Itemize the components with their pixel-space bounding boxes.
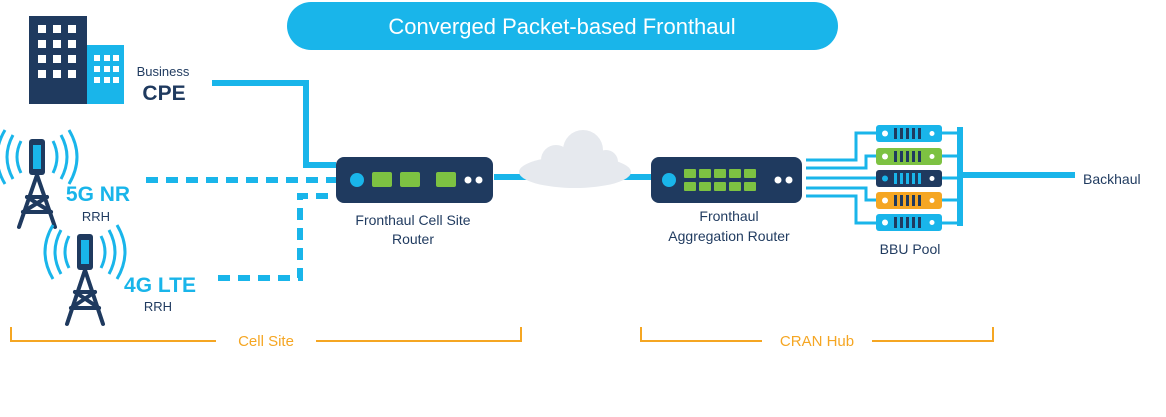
aggregation-router <box>651 157 802 203</box>
diagram-title: Converged Packet-based Fronthaul <box>388 14 735 39</box>
bbu-server <box>876 170 942 187</box>
solid-links <box>212 80 1075 180</box>
building-icon <box>29 16 124 104</box>
cell-router-label-line1: Fronthaul Cell Site <box>355 212 470 228</box>
cell-site-zone-label: Cell Site <box>238 333 294 350</box>
nr-tech-label: 5G NR <box>66 183 130 206</box>
cpe-link <box>212 80 336 168</box>
cell-tower-icon <box>0 129 79 229</box>
bbu-fanout <box>806 131 876 225</box>
agg-router-label-line1: Fronthaul <box>699 208 758 224</box>
bbu-server <box>876 214 942 231</box>
bbu-pool-label: BBU Pool <box>880 241 941 257</box>
title-banner: Converged Packet-based Fronthaul <box>287 2 838 50</box>
cloud-icon <box>519 130 631 188</box>
bbu-server <box>876 148 942 165</box>
cell-router-label-line2: Router <box>392 231 434 247</box>
lte-link <box>218 193 336 281</box>
cell-site-router <box>336 157 493 203</box>
bbu-to-bus <box>942 131 960 225</box>
agg-router-label-line2: Aggregation Router <box>668 228 790 244</box>
cran-hub-bracket <box>640 327 994 342</box>
cell-tower-icon <box>43 224 127 326</box>
nr-caption: RRH <box>82 209 110 224</box>
bbu-pool <box>876 125 942 231</box>
lte-caption: RRH <box>144 299 172 314</box>
cpe-caption: Business <box>137 64 190 79</box>
dashed-links <box>146 177 336 281</box>
backhaul-label: Backhaul <box>1083 171 1141 187</box>
lte-tech-label: 4G LTE <box>124 274 196 297</box>
cell-site-bracket <box>10 327 522 342</box>
cran-hub-zone-label: CRAN Hub <box>780 333 854 350</box>
bbu-server <box>876 125 942 142</box>
bbu-server <box>876 192 942 209</box>
cpe-label: CPE <box>142 82 185 105</box>
